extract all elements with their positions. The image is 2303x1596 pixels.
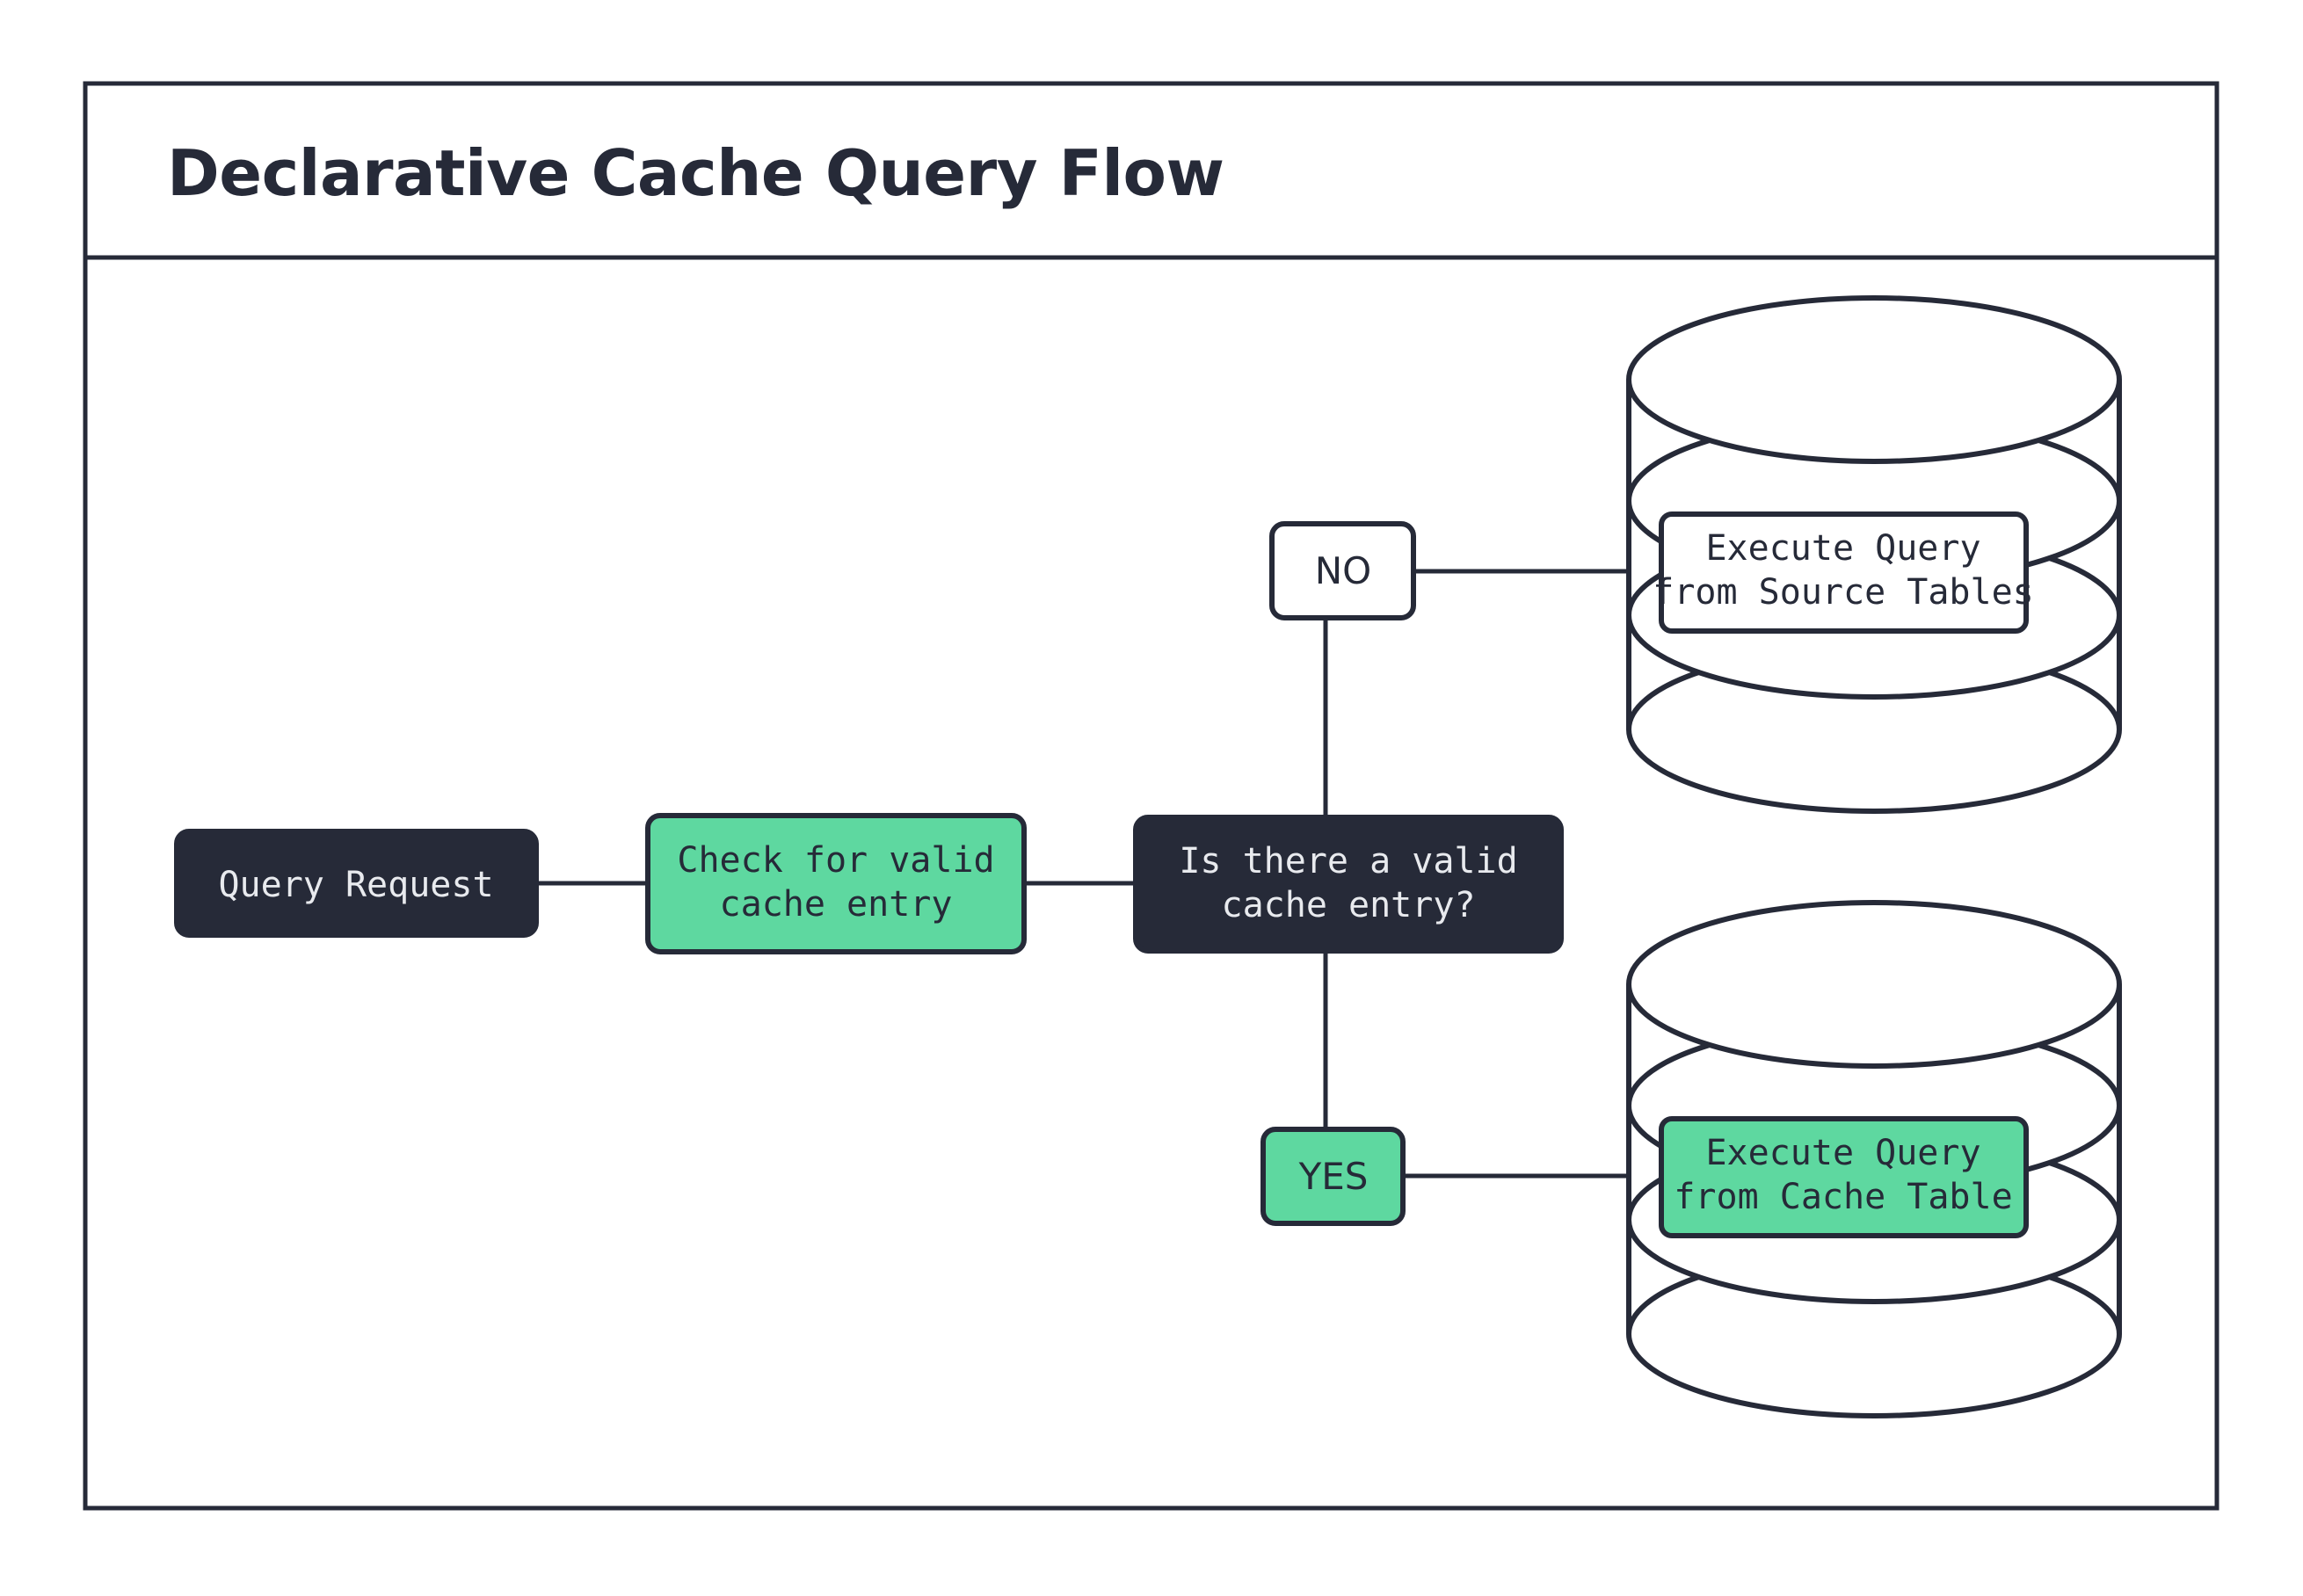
cache-disk-top — [1626, 900, 2122, 1069]
node-check-cache-entry[interactable]: Check for valid cache entry — [645, 813, 1027, 954]
decision-box[interactable] — [1133, 815, 1564, 954]
cache-db-label-box[interactable] — [1659, 1116, 2029, 1238]
node-query-request[interactable]: Query Request — [174, 829, 539, 938]
db-disk-top — [1626, 295, 2122, 464]
yes-label-text: YES — [1298, 1155, 1369, 1198]
node-decision-valid-cache[interactable]: Is there a valid cache entry? — [1133, 815, 1564, 954]
query-request-label: Query Request — [218, 865, 493, 905]
source-db-label-box[interactable] — [1659, 511, 2029, 634]
no-label-box[interactable] — [1269, 521, 1416, 620]
source-db-label-line1: Execute Query — [1705, 528, 1980, 569]
diagram-frame — [83, 81, 2219, 1511]
page-title: Declarative Cache Query Flow — [167, 136, 1224, 210]
source-db-label-line2: from Source Tables — [1653, 572, 2033, 613]
edge-label-no[interactable]: NO — [1269, 521, 1416, 620]
cache-db-label-line1: Execute Query — [1705, 1133, 1980, 1173]
cache-db-label-line2: from Cache Table — [1674, 1177, 2012, 1217]
decision-label-line2: cache entry? — [1222, 885, 1476, 925]
yes-label-box[interactable] — [1260, 1127, 1406, 1226]
query-request-box[interactable] — [174, 829, 539, 938]
cache-table-database[interactable]: Execute Query from Cache Table — [1626, 900, 2122, 1418]
check-cache-label-line1: Check for valid — [677, 840, 994, 881]
source-tables-database[interactable]: Execute Query from Source Tables — [1626, 295, 2122, 814]
edge-label-yes[interactable]: YES — [1260, 1127, 1406, 1226]
check-cache-box[interactable] — [645, 813, 1027, 954]
decision-label-line1: Is there a valid — [1179, 841, 1517, 881]
check-cache-label-line2: cache entry — [720, 884, 953, 925]
no-label-text: NO — [1315, 549, 1371, 592]
